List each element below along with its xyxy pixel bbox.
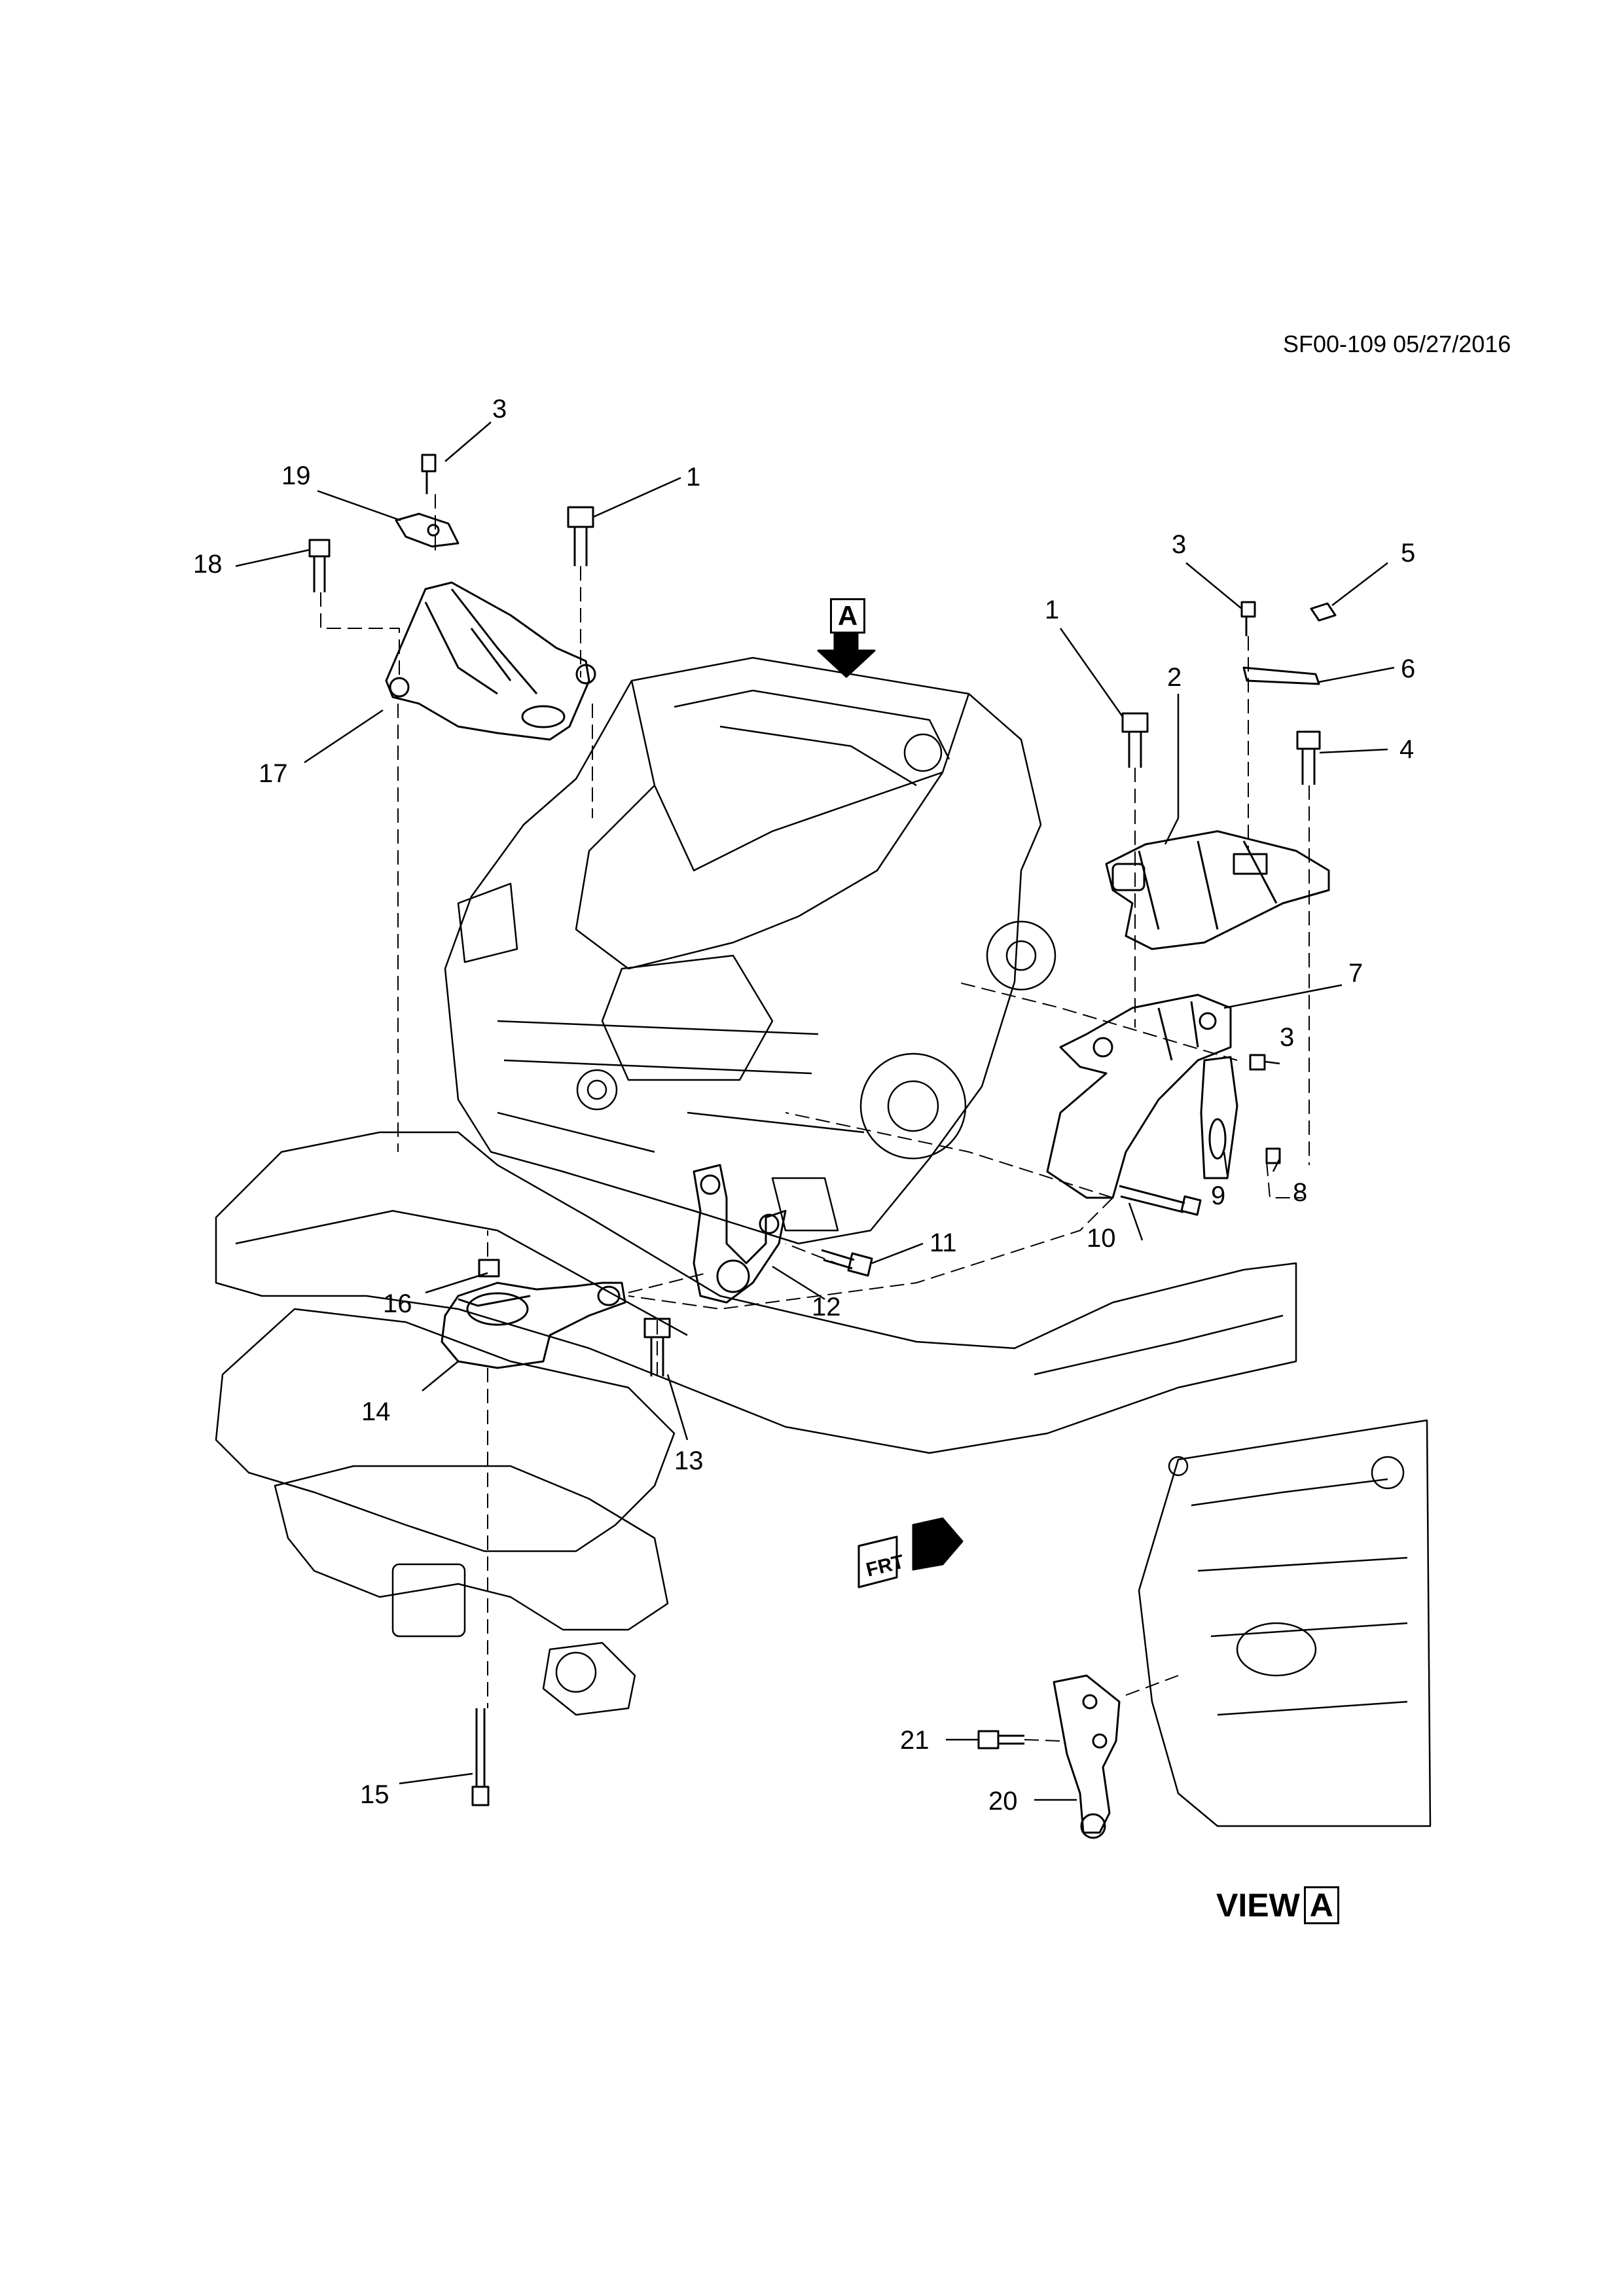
callout-3a: 3 [492, 395, 507, 423]
part-1-bolt-top-left [567, 506, 594, 566]
part-1-bolt-right [1121, 712, 1149, 768]
callout-10: 10 [1087, 1224, 1116, 1253]
callout-leaders [235, 422, 1395, 1801]
part-15-stud [471, 1708, 490, 1806]
callout-7: 7 [1348, 959, 1363, 988]
callout-1a: 1 [686, 463, 700, 492]
part-9-washer [1200, 1056, 1238, 1179]
callout-1b: 1 [1045, 596, 1059, 624]
part-17-engine-mount [385, 581, 596, 741]
callout-9: 9 [1211, 1181, 1225, 1210]
front-direction-indicator [857, 1517, 964, 1588]
document-id: SF00-109 05/27/2016 [1283, 331, 1511, 357]
part-11-bolt [821, 1249, 873, 1277]
callout-14: 14 [361, 1397, 391, 1426]
part-13-bolt [643, 1318, 671, 1376]
part-12-mount-link [693, 1164, 787, 1304]
part-3-bolt-right [1240, 601, 1256, 636]
part-3-bolt-bracket [1249, 1054, 1266, 1071]
view-a-direction-arrow [817, 632, 876, 678]
part-14-mount [441, 1282, 626, 1369]
callout-12: 12 [812, 1293, 841, 1321]
part-8-bolt [1265, 1147, 1281, 1164]
vehicle-frame [215, 1131, 1297, 1716]
callout-4: 4 [1399, 735, 1414, 764]
alignment-lines [320, 494, 1310, 1742]
callout-20: 20 [988, 1787, 1018, 1816]
callout-6: 6 [1401, 655, 1415, 683]
callout-11: 11 [929, 1229, 957, 1257]
part-2-engine-mount [1105, 830, 1330, 950]
callout-21: 21 [900, 1726, 929, 1755]
callout-3c: 3 [1280, 1023, 1294, 1052]
part-18-bolt [308, 539, 331, 592]
part-19-bracket [395, 512, 460, 548]
front-indicator-text: FRT [864, 1551, 907, 1581]
part-20-bracket [1053, 1674, 1121, 1839]
callout-17: 17 [259, 759, 288, 788]
part-3-bolt-top-left [421, 454, 437, 494]
part-10-bolt [1119, 1185, 1202, 1216]
part-21-bolt [977, 1730, 1024, 1749]
engine-assembly [444, 656, 1056, 1245]
callout-18: 18 [193, 550, 223, 579]
callout-8: 8 [1293, 1178, 1307, 1207]
callout-5: 5 [1401, 539, 1415, 567]
callout-16: 16 [383, 1289, 412, 1318]
callout-3b: 3 [1172, 530, 1186, 559]
view-a-transmission [1138, 1419, 1432, 1827]
callout-13: 13 [674, 1446, 704, 1475]
callout-2: 2 [1167, 663, 1182, 692]
view-caption-text: VIEW [1216, 1887, 1300, 1924]
part-4-bolt [1296, 730, 1321, 785]
callout-15: 15 [360, 1780, 389, 1809]
part-7-mount-bracket [1046, 994, 1232, 1199]
view-caption-letter: A [1303, 1886, 1339, 1924]
part-6-bracket [1242, 666, 1320, 685]
callout-19: 19 [281, 461, 311, 490]
callout-labels: 1 1 2 3 3 3 4 5 6 7 8 9 10 11 12 13 14 1… [193, 395, 1415, 1816]
part-16-nut [478, 1259, 500, 1278]
part-5-nut [1310, 602, 1337, 622]
